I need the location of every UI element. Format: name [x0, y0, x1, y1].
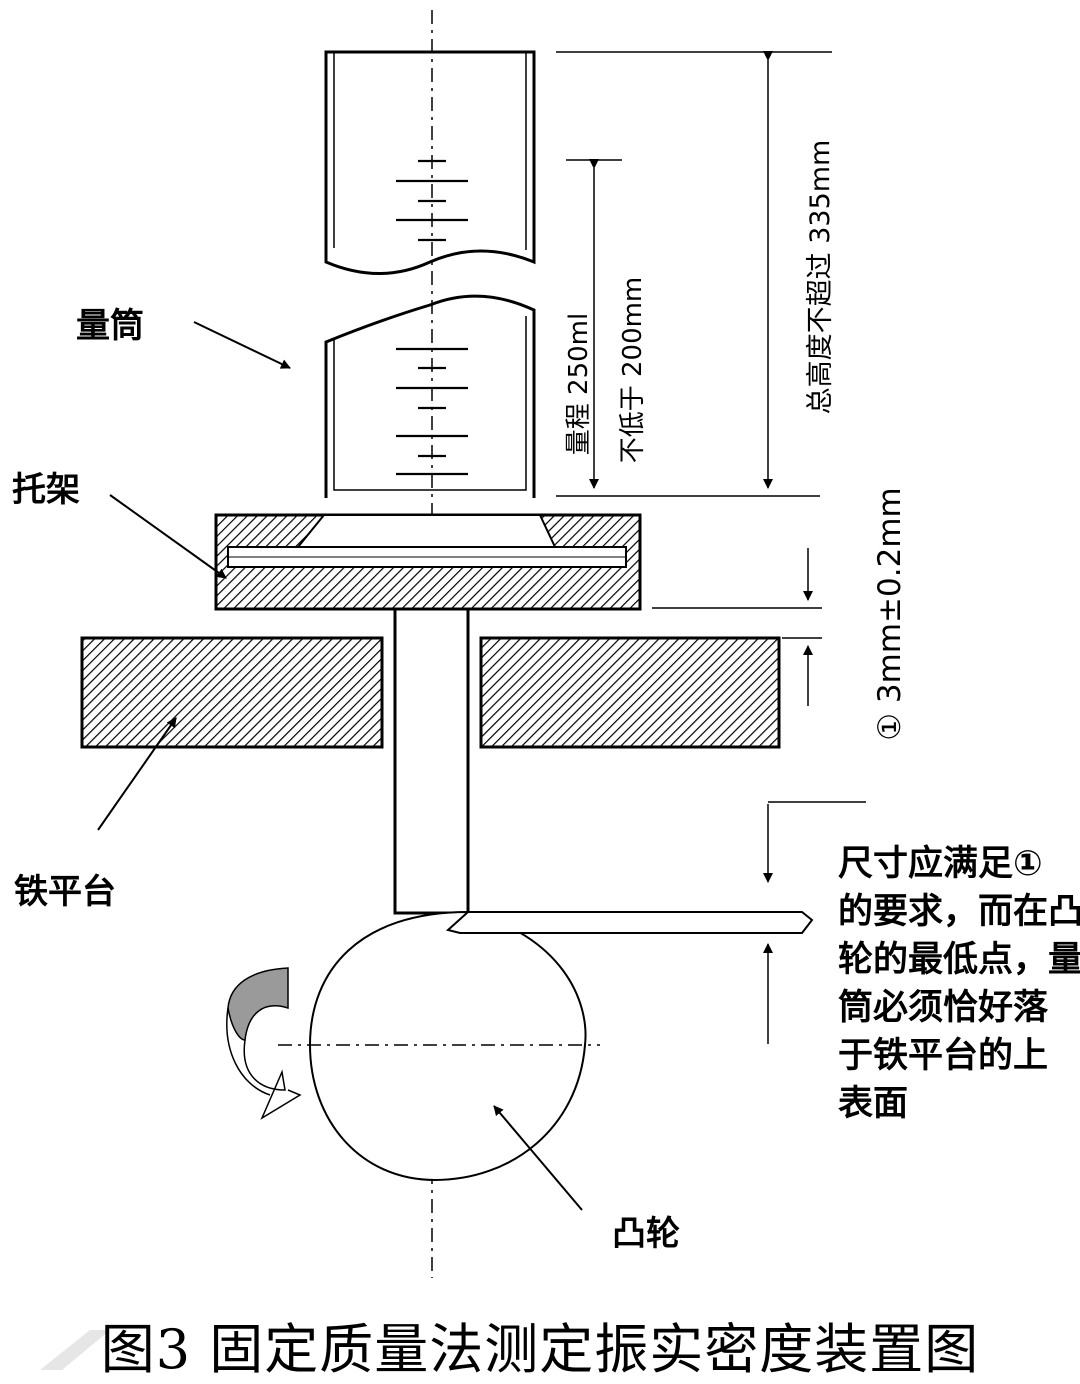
platform-label: 铁平台: [14, 872, 116, 912]
total-height-text: 总高度不超过 335mm: [805, 139, 836, 415]
bracket: [214, 513, 642, 611]
iron-platform: [80, 636, 781, 749]
gap-text: ① 3mm±0.2mm: [872, 487, 908, 741]
gap-dimension: [652, 548, 822, 706]
range-text-a: 量程 250ml: [564, 312, 594, 456]
corner-mark: [40, 1330, 110, 1370]
requirement-note: 尺寸应满足① 的要求，而在凸 轮的最低点，量 筒必须恰好落 于铁平台的上 表面: [838, 840, 1080, 1128]
note-line: 尺寸应满足①: [838, 844, 1043, 884]
plate-dimension: [763, 801, 866, 1044]
rotation-arrow-icon: [226, 967, 302, 1120]
platform-leader: [97, 717, 177, 831]
cam-leader: [493, 1105, 583, 1211]
note-line: 轮的最低点，量: [838, 940, 1080, 980]
cam: [278, 910, 600, 1182]
reference-plate: [445, 911, 814, 934]
total-height-dimension: [556, 51, 832, 497]
figure-caption: 图3 固定质量法测定振实密度装置图: [100, 1318, 980, 1381]
range-text-b: 不低于 200mm: [618, 276, 648, 464]
range-dimension: [566, 159, 622, 489]
cylinder-leader: [193, 321, 291, 369]
cylinder-label: 量筒: [76, 306, 144, 346]
bracket-leader: [109, 494, 227, 579]
note-line: 的要求，而在凸: [838, 892, 1080, 932]
note-line: 于铁平台的上: [838, 1036, 1049, 1076]
note-line: 筒必须恰好落: [838, 988, 1049, 1028]
shaft: [393, 607, 470, 915]
note-line: 表面: [838, 1084, 909, 1124]
bracket-label: 托架: [12, 470, 80, 510]
graduated-cylinder: [324, 50, 536, 498]
cam-label: 凸轮: [612, 1214, 680, 1254]
